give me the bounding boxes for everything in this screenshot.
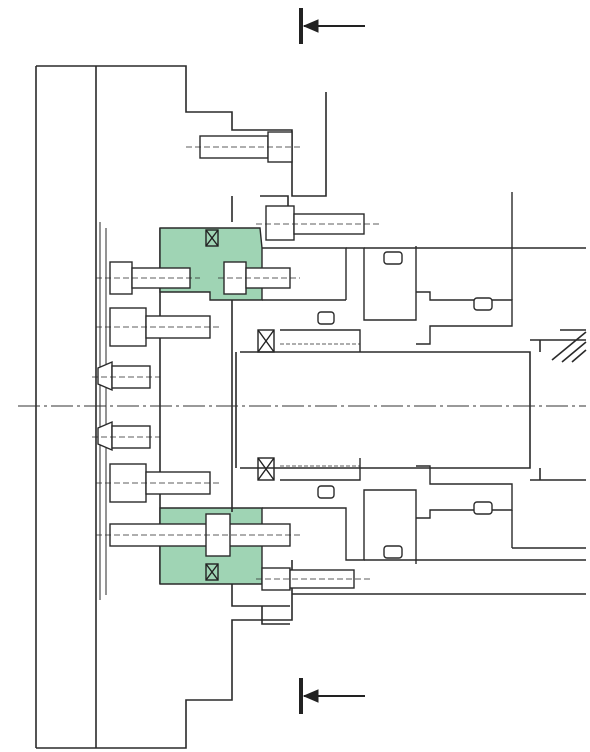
bolt-upper-left (96, 261, 200, 295)
bolt-green-upper-right (218, 261, 300, 295)
bolt-lower-left (96, 463, 220, 503)
bolt-top-right (256, 205, 380, 241)
bolt-upper (186, 131, 300, 163)
housing-body (35, 65, 327, 749)
bolt-lower-right (256, 567, 370, 591)
seals (317, 251, 493, 559)
bolt-long-lower (96, 513, 300, 557)
screw-1 (92, 360, 160, 392)
section-arrow-bottom (299, 678, 365, 714)
bearing-marks (205, 229, 275, 581)
sleeve-structure (262, 192, 586, 595)
screw-2 (92, 420, 160, 452)
bolt-left-1 (96, 307, 220, 347)
section-arrow-top (299, 8, 365, 44)
